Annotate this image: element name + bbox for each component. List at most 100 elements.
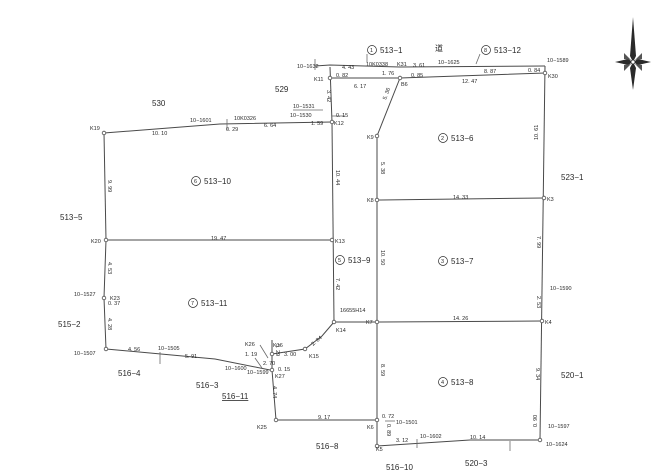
marker-id: 10−1590	[550, 286, 572, 292]
survey-point-icon	[329, 119, 335, 125]
segment-k12-k14	[331, 121, 335, 323]
marker-id: 10−1599	[247, 370, 269, 376]
distance-label: 9. 17	[318, 415, 330, 421]
parcel-circle-number: 4	[441, 380, 444, 386]
survey-point-icon	[273, 417, 279, 423]
distance-label: 4. 53	[106, 262, 112, 274]
neighbor-label: 516−3	[196, 381, 219, 390]
marker-id: 10−1507	[74, 351, 96, 357]
parcel-number-circle	[191, 176, 201, 186]
neighbor-label: 530	[152, 99, 166, 108]
marker-id: 10−1624	[546, 442, 568, 448]
parcel-number-circle	[367, 45, 377, 55]
point-label: K14	[336, 328, 346, 334]
parcel-circle-number: 1	[370, 48, 373, 54]
survey-point-icon	[331, 319, 337, 325]
distance-label: 1. 76	[382, 71, 394, 77]
parcel-number-circle	[481, 45, 491, 55]
distance-label: 10. 50	[379, 250, 385, 265]
distance-label: 10. 44	[334, 170, 340, 185]
distance-label: 0. 15	[278, 367, 290, 373]
marker-id: 10−1602	[420, 434, 442, 440]
leader-line	[475, 53, 481, 65]
distance-label: 0. 85	[411, 73, 423, 79]
point-label: K12	[334, 121, 344, 127]
distance-label: 3. 00	[284, 352, 296, 358]
point-label: K9	[367, 135, 374, 141]
distance-label: 8. 59	[379, 364, 385, 376]
segment-k20-k23-k1507	[103, 239, 107, 350]
point-label: K25	[257, 425, 267, 431]
parcel-circle-number: 7	[191, 301, 194, 307]
survey-point-icon	[101, 130, 107, 136]
survey-point-icon	[269, 351, 275, 357]
distance-label: 0. 90	[533, 415, 539, 427]
point-label: K31	[397, 62, 407, 68]
distance-label: 4. 56	[128, 347, 140, 353]
distance-label: 6. 64	[264, 123, 276, 129]
survey-point-icon	[374, 197, 380, 203]
distance-label: 4. 74	[271, 386, 277, 398]
survey-point-icon	[374, 417, 380, 423]
parcel-label-513-8: 513−8	[451, 378, 474, 387]
segment-k19-k12	[103, 121, 333, 134]
distance-label: 0. 15	[336, 113, 348, 119]
distance-label: 7. 42	[334, 278, 340, 290]
marker-id: 10−1601	[190, 118, 212, 124]
leader-line	[259, 344, 269, 359]
neighbor-label: 520−3	[465, 459, 488, 468]
parcel-label-513-7: 513−7	[451, 257, 474, 266]
distance-label: 10. 10	[152, 131, 167, 137]
survey-point-icon	[541, 195, 547, 201]
survey-point-icon	[542, 70, 548, 76]
distance-label: 5. 29	[274, 344, 280, 356]
marker-id: 10−1625	[438, 60, 460, 66]
marker-id: 10−1632	[297, 64, 319, 70]
parcel-number-circle	[188, 298, 198, 308]
survey-point-icon	[374, 443, 380, 449]
neighbor-label: 516−4	[118, 369, 141, 378]
distance-label: 19. 47	[211, 236, 226, 242]
marker-id: 10−1527	[74, 292, 96, 298]
point-label: K20	[91, 239, 101, 245]
distance-label: 0. 82	[336, 73, 348, 79]
point-label: K15	[309, 354, 319, 360]
parcel-label-513-10: 513−10	[204, 177, 231, 186]
distance-label: 3. 42	[325, 90, 331, 102]
distance-label: 12. 47	[462, 79, 477, 85]
point-label: K27	[275, 374, 285, 380]
distance-label: 10. 14	[470, 435, 485, 441]
distance-label: 0. 84	[528, 68, 540, 74]
leader-lines	[159, 53, 511, 451]
distance-label: 4. 28	[106, 318, 112, 330]
parcel-number-circle	[335, 255, 345, 265]
distance-label: 7. 99	[535, 236, 541, 248]
point-label: K4	[545, 320, 552, 326]
segment-south-west	[105, 348, 271, 371]
parcel-circle-number: 3	[441, 259, 444, 265]
parcel-label-513-6: 513−6	[451, 134, 474, 143]
neighbor-label: 523−1	[561, 173, 584, 182]
parcel-circle-number: 8	[484, 48, 487, 54]
segment-k30-k5	[539, 65, 546, 441]
distance-label: 1. 19	[245, 352, 257, 358]
distance-label: 5. 38	[379, 162, 385, 174]
parcel-label-513-12: 513−12	[494, 46, 521, 55]
distance-label: 9. 34	[534, 368, 540, 380]
point-label: K11	[314, 77, 323, 83]
survey-point-icon	[269, 367, 275, 373]
distance-label: 14. 33	[453, 195, 468, 201]
distance-label: 5. 91	[185, 354, 197, 360]
distance-label: 6. 17	[354, 84, 366, 90]
survey-point-icon	[374, 319, 380, 325]
distance-label: 3. 12	[396, 438, 408, 444]
north-arrow-icon	[615, 17, 651, 90]
distance-label: 2. 53	[535, 296, 541, 308]
point-label: K26	[245, 342, 255, 348]
parcel-circle-number: 2	[441, 136, 444, 142]
point-label: K5	[376, 447, 383, 453]
point-label: K13	[335, 239, 345, 245]
distance-label: 5. 36	[382, 87, 392, 101]
